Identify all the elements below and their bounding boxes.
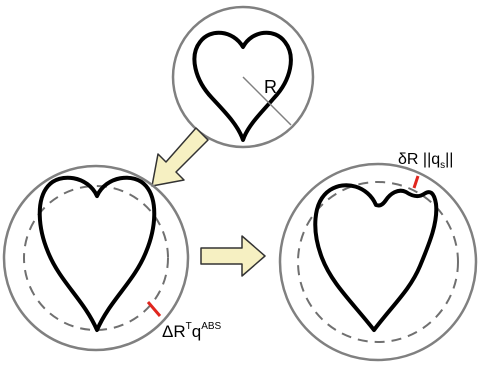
- right-circle: [280, 164, 476, 360]
- left-red-marker: [148, 302, 160, 316]
- delta-r-transpose-label: ΔRTqABS: [162, 322, 221, 340]
- left-dashed-circle: [24, 186, 168, 330]
- delta-r-transpose-abs: ABS: [201, 321, 221, 332]
- delta-r-norm-label: δR ||qs||: [398, 152, 453, 171]
- delta-r-transpose-q: q: [192, 322, 201, 341]
- delta-r-transpose-main: ΔR: [162, 322, 186, 341]
- right-red-marker: [414, 176, 418, 188]
- horizontal-arrow: [201, 236, 265, 276]
- right-heart: [315, 185, 436, 330]
- diagonal-arrow: [152, 128, 208, 186]
- radius-label: R: [264, 78, 277, 96]
- delta-r-norm-main: δR ||q: [398, 151, 440, 168]
- left-heart: [40, 178, 155, 330]
- delta-r-norm-tail: ||: [445, 151, 453, 168]
